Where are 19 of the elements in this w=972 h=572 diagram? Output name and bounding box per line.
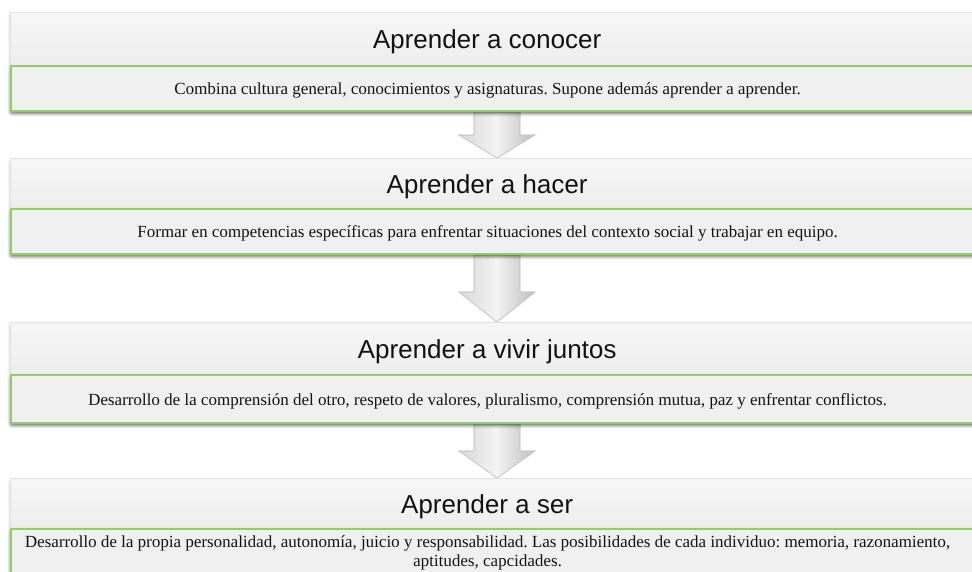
stage-band <box>10 158 972 255</box>
stage-band <box>10 12 972 112</box>
description-box <box>10 65 972 112</box>
description-box <box>10 208 972 255</box>
stage-heading: Aprender a ser <box>401 488 574 520</box>
block-arrow <box>457 424 537 479</box>
description-text: Desarrollo de la propia personalidad, autonomía, juicio y responsabilidad. Las posibilidades de cada individuo: memoria, razonamiento, aptitudes, capcidades. <box>24 532 952 570</box>
description-box <box>10 528 972 572</box>
stage-band <box>10 322 972 424</box>
description-box <box>10 374 972 424</box>
block-arrow <box>458 254 536 323</box>
stage-heading: Aprender a vivir juntos <box>358 332 618 366</box>
stage-band <box>10 478 972 572</box>
description-text: Formar en competencias específicas para enfrentar situaciones del contexto social y trabajar en equipo. <box>137 222 839 241</box>
block-arrow <box>457 112 537 159</box>
description-text: Desarrollo de la comprensión del otro, respeto de valores, pluralismo, comprensión mutua, paz y enfrentar conflictos. <box>88 390 888 408</box>
stage-heading: Aprender a conocer <box>372 23 602 56</box>
stage-heading: Aprender a hacer <box>386 168 588 200</box>
description-text: Combina cultura general, conocimientos y asignaturas. Supone además aprender a aprender. <box>174 79 802 98</box>
